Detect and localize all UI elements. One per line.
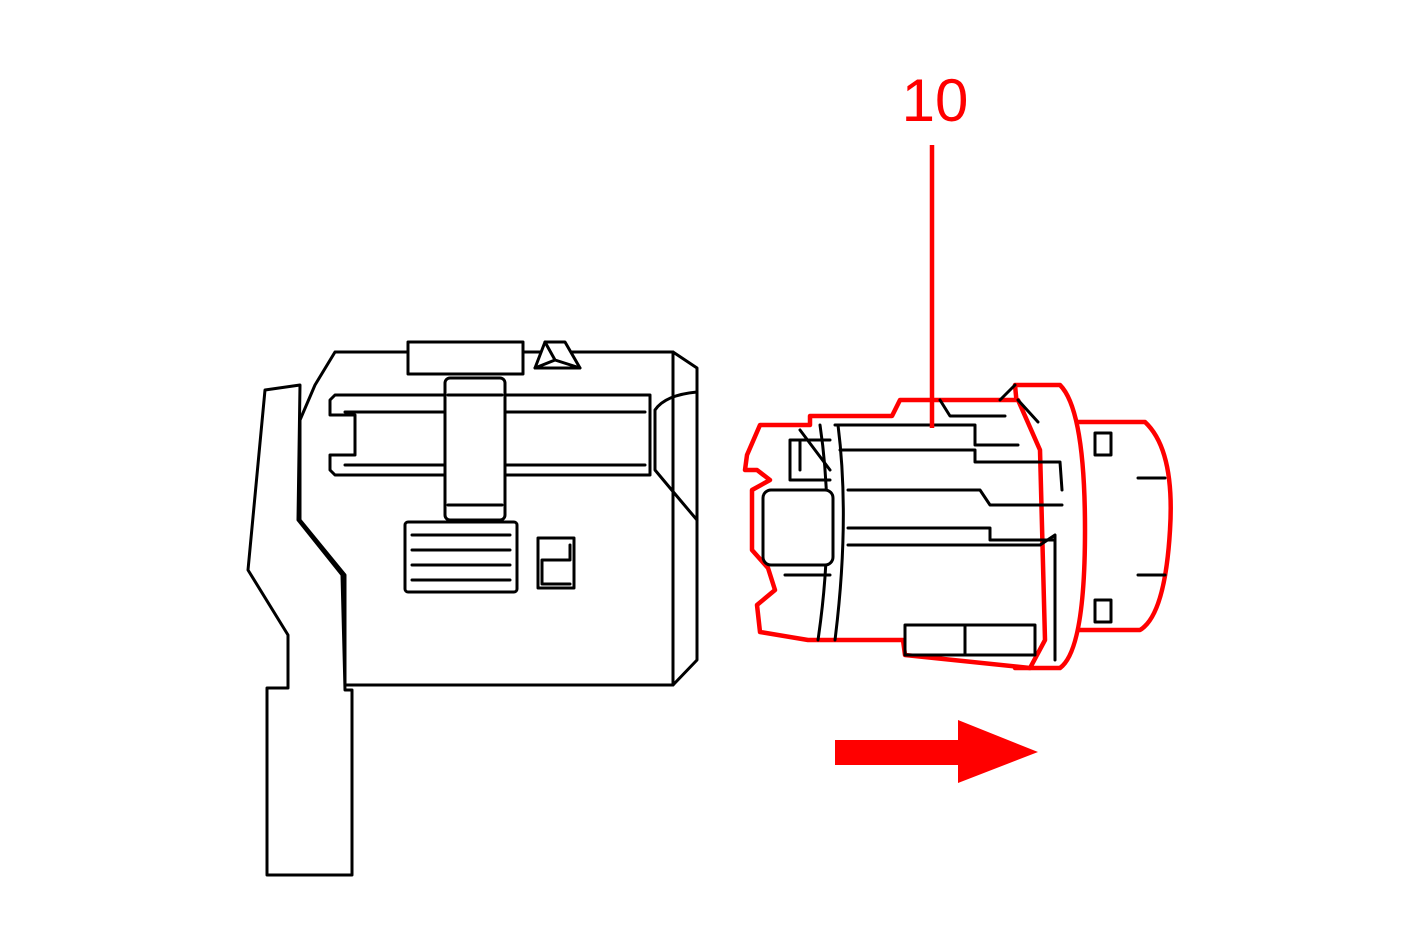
- connector-housing: [246, 340, 699, 877]
- top-lock-block: [406, 340, 525, 376]
- tpa-nose: [761, 488, 835, 567]
- top-wedge: [533, 340, 582, 370]
- tpa-body: [742, 397, 1048, 671]
- terminal-lead: [246, 383, 354, 877]
- tpa-flange: [1062, 419, 1173, 633]
- tpa-insert: [742, 382, 1173, 671]
- release-button: [403, 520, 519, 594]
- direction-arrow: [835, 720, 1038, 783]
- callout-number: 10: [901, 67, 969, 134]
- latch-rail: [328, 393, 652, 477]
- position-window: [536, 536, 576, 590]
- sliding-latch: [443, 376, 507, 522]
